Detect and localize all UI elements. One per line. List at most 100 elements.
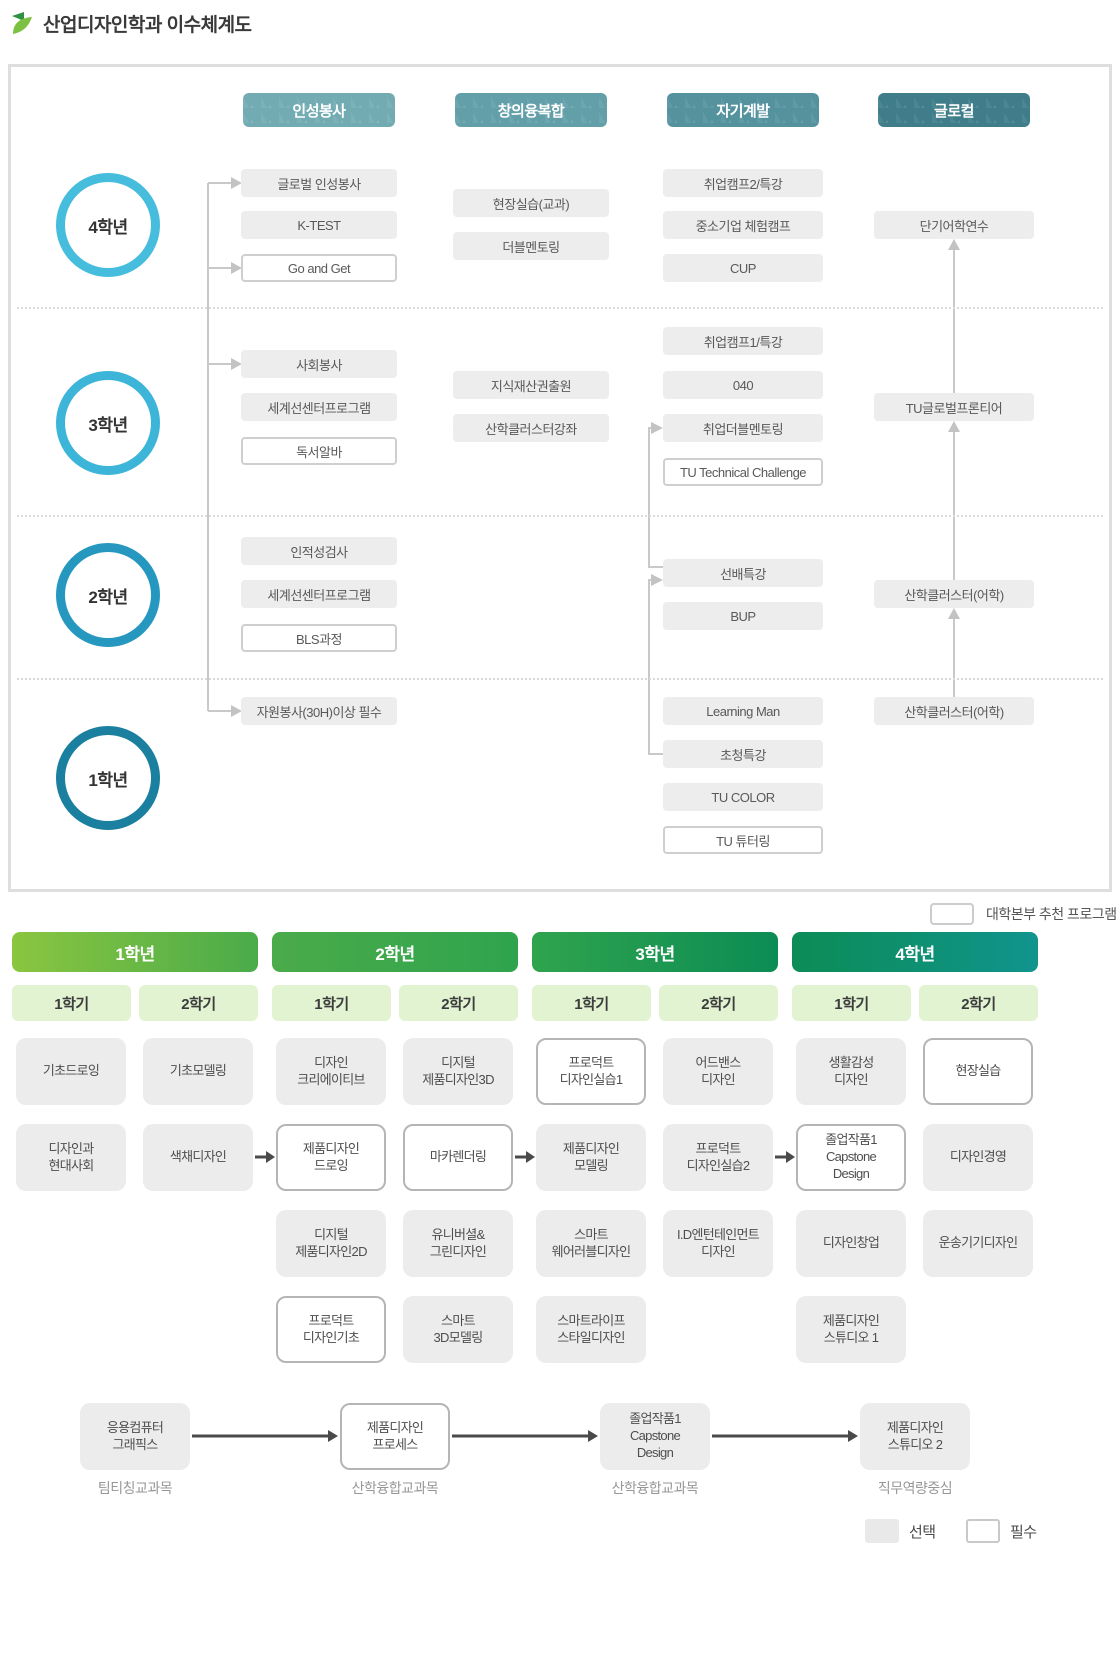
course-box: 생활감성 디자인 [796,1038,906,1105]
semester-chip: 2학기 [919,985,1038,1021]
program-box: 글로벌 인성봉사 [241,169,397,197]
yearbar-1: 1학년 [12,932,258,972]
leaf-logo-icon [10,10,34,36]
program-box: 세계선센터프로그램 [241,393,397,421]
panel-legend-label: 대학본부 추천 프로그램 [986,906,1117,922]
flow-arrow-icon [452,1430,598,1442]
program-box: 사회봉사 [241,350,397,378]
course-box: 디지털 제품디자인3D [403,1038,513,1105]
course-box-required: 마카렌더링 [403,1124,513,1191]
semester-chip: 1학기 [12,985,131,1021]
arrow-right-icon [515,1151,535,1163]
course-box: 어드밴스 디자인 [663,1038,773,1105]
flow-label: 팀티칭교과목 [97,1480,173,1496]
row-separator [17,307,1103,309]
flow-course-box: 졸업작품1 Capstone Design [600,1403,710,1470]
program-box: 취업캠프2/특강 [663,169,823,197]
connector-lines [207,177,960,755]
flow-label: 산학융합교과목 [611,1480,699,1496]
course-box-required: 프로덕트 디자인기초 [276,1296,386,1363]
course-box: I.D엔턴테인먼트 디자인 [663,1210,773,1277]
program-box: 더블멘토링 [453,232,609,260]
elective-label: 선택 [909,1523,936,1541]
course-box: 디자인 크리에이티브 [276,1038,386,1105]
yearbar-3: 3학년 [532,932,778,972]
course-box: 디자인과 현대사회 [16,1124,126,1191]
header-personality-service: 인성봉사 [243,93,395,127]
header-glocal: 글로컬 [878,93,1030,127]
arrow-right-icon [775,1151,795,1163]
course-box-required: 현장실습 [923,1038,1033,1105]
program-box: 산학클러스터강좌 [453,414,609,442]
course-box: 디자인경영 [923,1124,1033,1191]
row-separator [17,515,1103,517]
program-box: 중소기업 체험캠프 [663,211,823,239]
course-box: 기초드로잉 [16,1038,126,1105]
legend-required: 필수 [966,1519,1037,1543]
course-box: 스마트 웨어러블디자인 [536,1210,646,1277]
program-box: 산학클러스터(어학) [874,697,1034,725]
program-box: K-TEST [241,211,397,239]
year-circle-3: 3학년 [56,371,160,475]
program-box-recommended: BLS과정 [241,624,397,652]
yearbar-4: 4학년 [792,932,1038,972]
semester-chip: 1학기 [272,985,391,1021]
flow-label: 산학융합교과목 [351,1480,439,1496]
course-box: 디지털 제품디자인2D [276,1210,386,1277]
program-box-recommended: TU Technical Challenge [663,458,823,486]
program-box: TU COLOR [663,783,823,811]
course-box: 스마트라이프 스타일디자인 [536,1296,646,1363]
program-box: 선배특강 [663,559,823,587]
year-circle-4: 4학년 [56,173,160,277]
row-separator [17,678,1103,680]
program-box: 인적성검사 [241,537,397,565]
program-box: 040 [663,371,823,399]
year-circle-2: 2학년 [56,543,160,647]
page-header: 산업디자인학과 이수체계도 [10,6,252,40]
semester-chip: 2학기 [659,985,778,1021]
semester-chip: 2학기 [399,985,518,1021]
elective-swatch [865,1519,899,1543]
program-box: 세계선센터프로그램 [241,580,397,608]
program-box: 자원봉사(30H)이상 필수 [241,697,397,725]
program-box: 초청특강 [663,740,823,768]
program-box: 취업더블멘토링 [663,414,823,442]
course-box-required: 프로덕트 디자인실습1 [536,1038,646,1105]
course-box: 디자인창업 [796,1210,906,1277]
completion-system-panel: 인성봉사 창의융복합 자기계발 글로컬 4학년 3학년 2학년 1학년 글로벌 … [8,64,1112,892]
course-box-required: 졸업작품1 Capstone Design [796,1124,906,1191]
program-box: TU글로벌프론티어 [874,393,1034,421]
course-box: 스마트 3D모델링 [403,1296,513,1363]
program-box: CUP [663,254,823,282]
course-box: 프로덕트 디자인실습2 [663,1124,773,1191]
program-box: 지식재산권출원 [453,371,609,399]
program-box: 단기어학연수 [874,211,1034,239]
program-box: Learning Man [663,697,823,725]
yearbar-2: 2학년 [272,932,518,972]
flow-arrow-icon [192,1430,338,1442]
flow-label: 직무역량중심 [877,1480,953,1496]
header-creative-convergence: 창의융복합 [455,93,607,127]
semester-chip: 1학기 [532,985,651,1021]
course-box: 제품디자인 스튜디오 1 [796,1296,906,1363]
required-swatch [966,1519,1000,1543]
course-box: 운송기기디자인 [923,1210,1033,1277]
panel-legend: 대학본부 추천 프로그램 [930,903,1117,925]
semester-chip: 1학기 [792,985,911,1021]
arrow-right-icon [255,1151,275,1163]
course-box: 제품디자인 모델링 [536,1124,646,1191]
course-box: 유니버셜& 그린디자인 [403,1210,513,1277]
recommended-program-swatch [930,903,974,925]
program-box-recommended: Go and Get [241,254,397,282]
program-box: 산학클러스터(어학) [874,580,1034,608]
header-self-development: 자기계발 [667,93,819,127]
course-box: 색채디자인 [143,1124,253,1191]
program-box-recommended: 독서알바 [241,437,397,465]
course-box-required: 제품디자인 드로잉 [276,1124,386,1191]
flow-course-box-required: 제품디자인 프로세스 [340,1403,450,1470]
required-label: 필수 [1010,1523,1037,1541]
page-title: 산업디자인학과 이수체계도 [43,14,252,36]
flow-arrow-icon [712,1430,858,1442]
program-box: BUP [663,602,823,630]
